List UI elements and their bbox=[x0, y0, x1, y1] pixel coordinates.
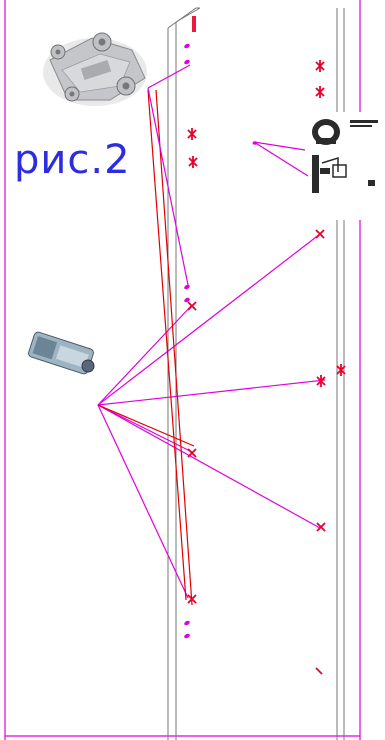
dowel-connector-icon bbox=[28, 331, 95, 375]
figure-label: рис.2 bbox=[14, 137, 131, 183]
outer-frame bbox=[4, 0, 361, 740]
hinge-detail-icon bbox=[303, 112, 385, 220]
dowel-leader-lines bbox=[97, 233, 326, 599]
drill-marks bbox=[184, 43, 258, 639]
mounting-plate-icon bbox=[43, 32, 147, 106]
front-panel bbox=[167, 7, 201, 740]
plate-leader-lines bbox=[147, 64, 309, 286]
hinge-red-leaders bbox=[97, 89, 195, 606]
fastener-marks bbox=[187, 16, 346, 675]
